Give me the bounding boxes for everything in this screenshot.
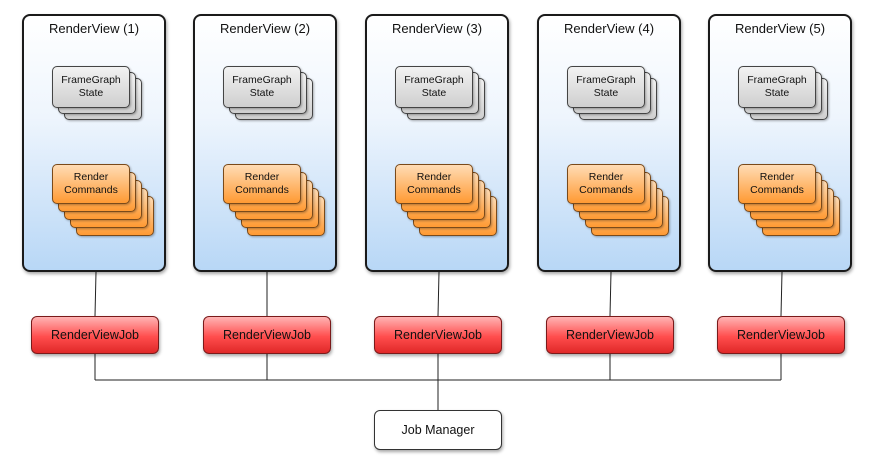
render-commands-label: Render Commands bbox=[750, 171, 804, 196]
render-view-title: RenderView (1) bbox=[48, 21, 140, 36]
render-view-title: RenderView (5) bbox=[734, 21, 826, 36]
render-commands-card: Render Commands bbox=[52, 164, 130, 204]
render-commands-card: Render Commands bbox=[223, 164, 301, 204]
view-to-job-line bbox=[780, 271, 783, 317]
framegraph-state-label: FrameGraph State bbox=[747, 74, 807, 99]
render-commands-card: Render Commands bbox=[567, 164, 645, 204]
render-commands-label: Render Commands bbox=[235, 171, 289, 196]
framegraph-state-label: FrameGraph State bbox=[232, 74, 292, 99]
framegraph-state-card: FrameGraph State bbox=[738, 66, 816, 108]
framegraph-state-card: FrameGraph State bbox=[52, 66, 130, 108]
render-view-job-3[interactable]: RenderViewJob bbox=[374, 316, 502, 354]
render-view-title: RenderView (3) bbox=[391, 21, 483, 36]
framegraph-state-card: FrameGraph State bbox=[395, 66, 473, 108]
render-view-job-4[interactable]: RenderViewJob bbox=[546, 316, 674, 354]
render-commands-label: Render Commands bbox=[579, 171, 633, 196]
render-view-job-2[interactable]: RenderViewJob bbox=[203, 316, 331, 354]
render-view-title: RenderView (2) bbox=[219, 21, 311, 36]
view-to-job-line bbox=[609, 271, 612, 317]
render-commands-label: Render Commands bbox=[64, 171, 118, 196]
render-view-job-5[interactable]: RenderViewJob bbox=[717, 316, 845, 354]
render-view-title: RenderView (4) bbox=[563, 21, 655, 36]
render-commands-card: Render Commands bbox=[738, 164, 816, 204]
framegraph-state-label: FrameGraph State bbox=[61, 74, 121, 99]
job-manager-box[interactable]: Job Manager bbox=[374, 410, 502, 450]
framegraph-state-card: FrameGraph State bbox=[567, 66, 645, 108]
view-to-job-line bbox=[437, 271, 440, 317]
render-commands-label: Render Commands bbox=[407, 171, 461, 196]
view-to-job-line bbox=[94, 271, 97, 317]
render-view-job-1[interactable]: RenderViewJob bbox=[31, 316, 159, 354]
render-commands-card: Render Commands bbox=[395, 164, 473, 204]
framegraph-state-label: FrameGraph State bbox=[404, 74, 464, 99]
framegraph-state-label: FrameGraph State bbox=[576, 74, 636, 99]
framegraph-state-card: FrameGraph State bbox=[223, 66, 301, 108]
